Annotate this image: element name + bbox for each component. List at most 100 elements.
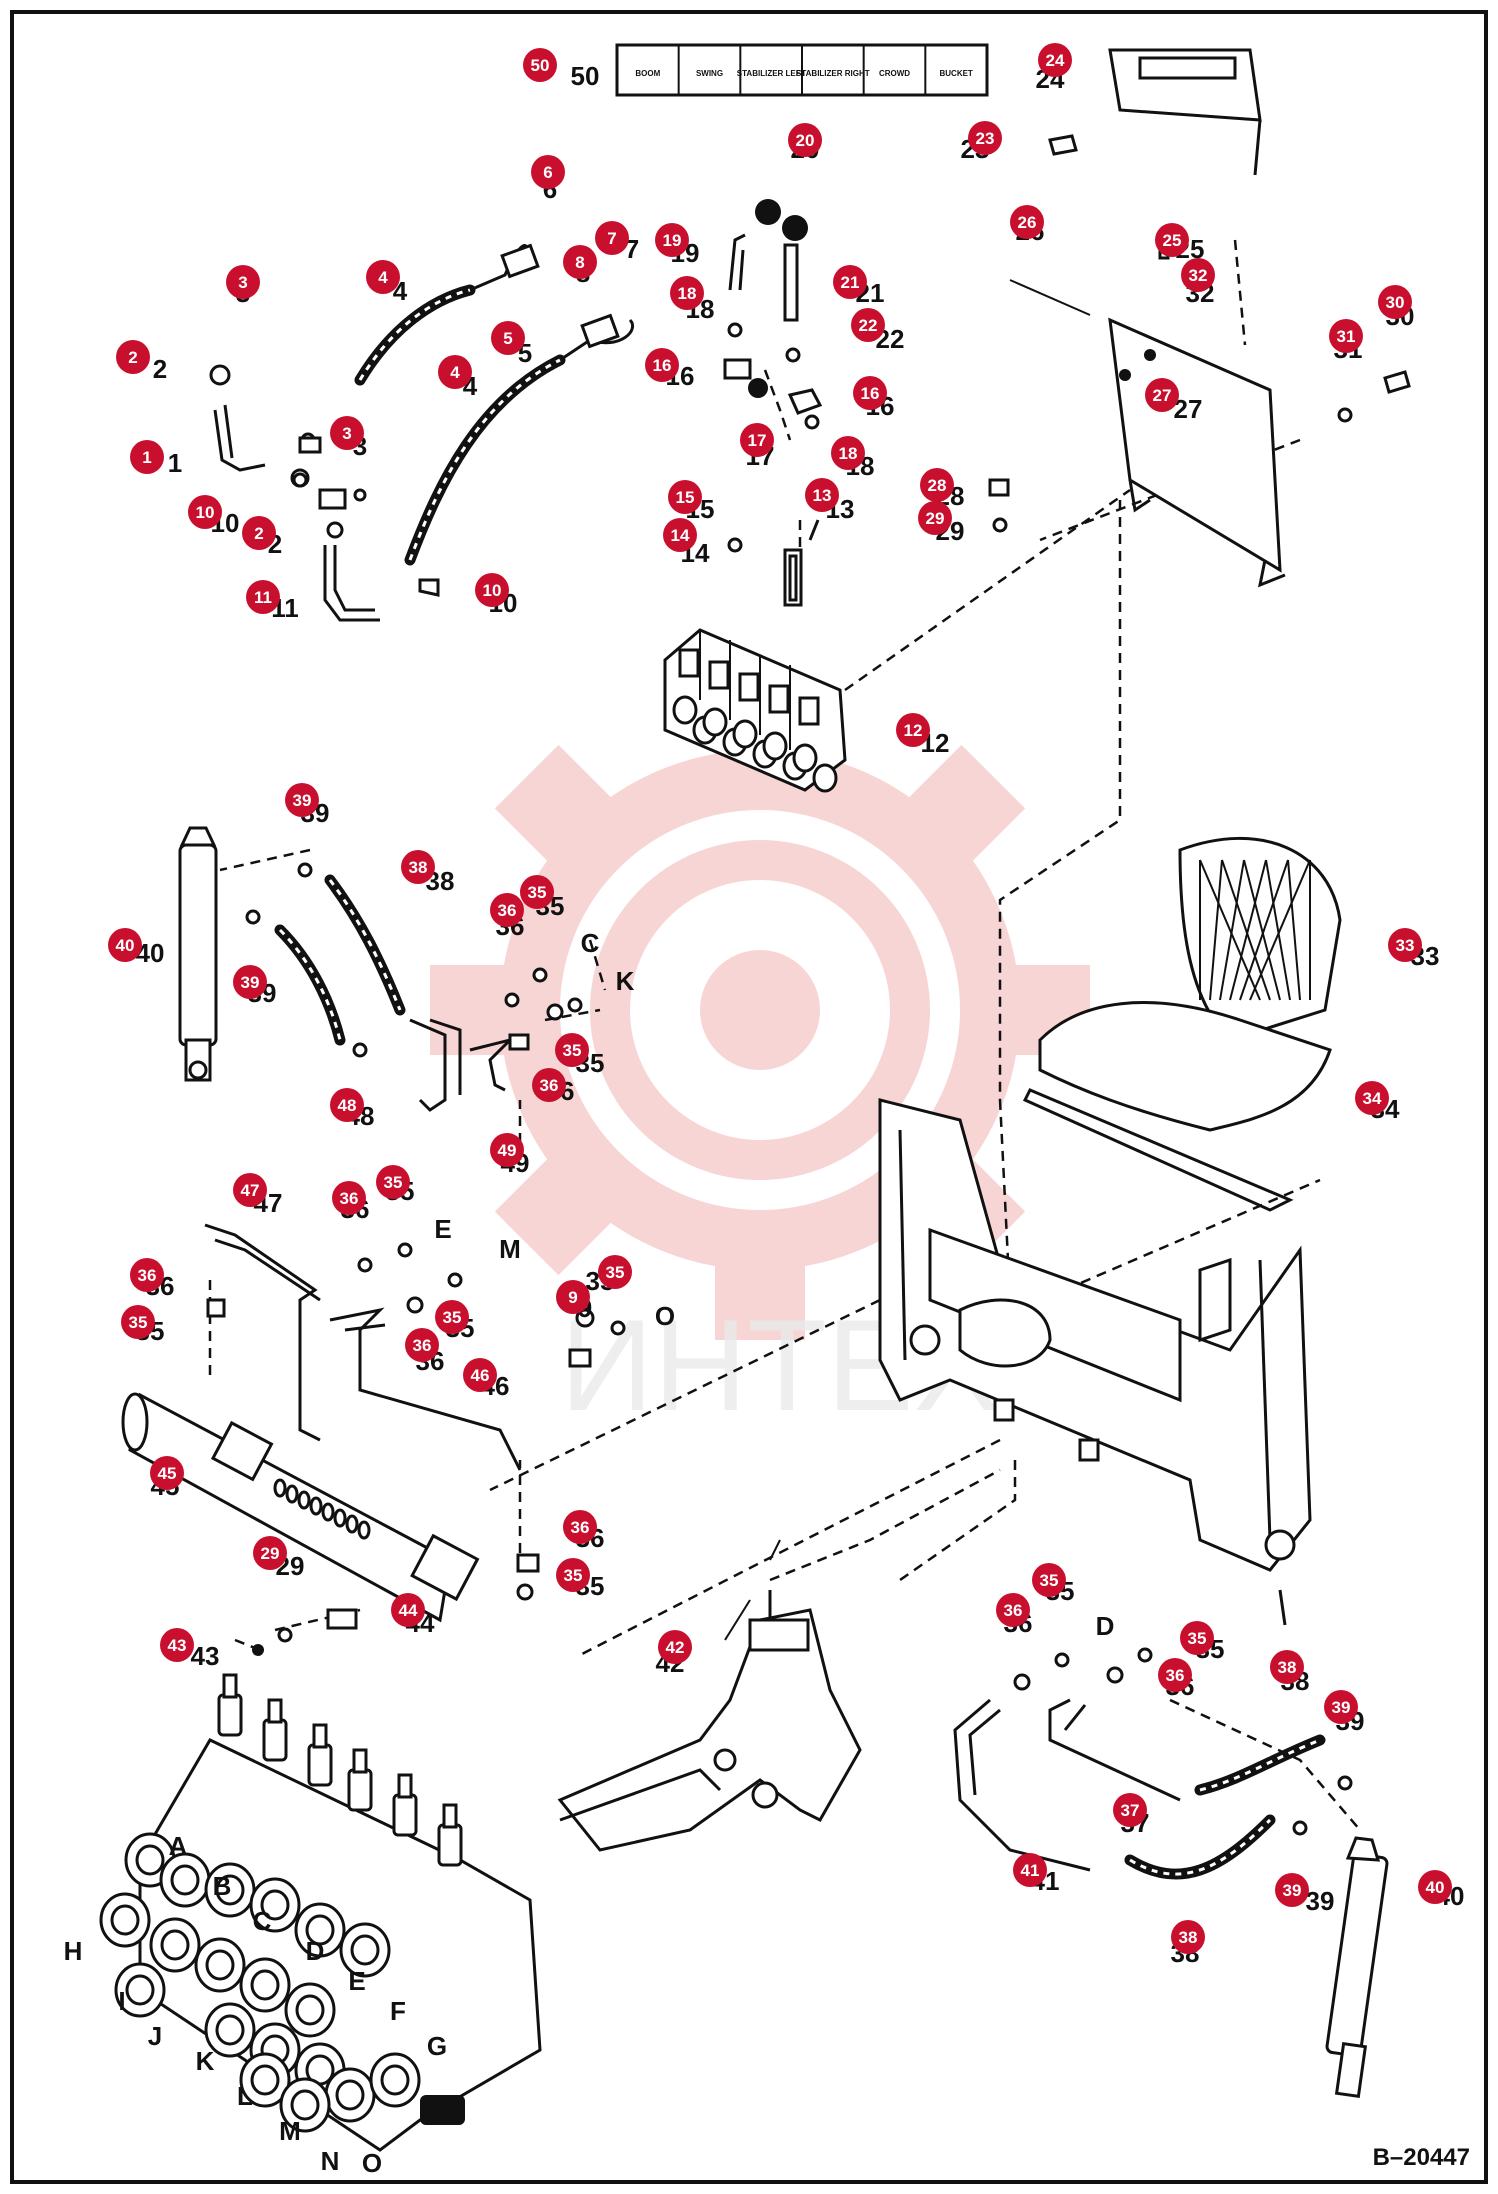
callout-number: 7 (607, 229, 616, 248)
decal-cell-label: BUCKET (939, 69, 972, 78)
callout-bubble (160, 1628, 194, 1662)
callout-bubble (330, 416, 364, 450)
callout-bubble (1010, 205, 1044, 239)
callout-bubble (438, 355, 472, 389)
callout-bubble (463, 1358, 497, 1392)
callout-bubble (556, 1280, 590, 1314)
port-letter: E (434, 1214, 451, 1244)
callout-number: 36 (413, 1336, 432, 1355)
tube-assembly-middle-left (204, 1223, 540, 1601)
part-number-label: 2 (153, 354, 167, 384)
callout-number: 18 (678, 284, 697, 303)
callout-bubble (233, 965, 267, 999)
callout-number: 33 (1396, 936, 1415, 955)
callout-number: 13 (813, 486, 832, 505)
port-letter: C (581, 928, 600, 958)
callout-number: 35 (129, 1313, 148, 1332)
callout-number: 5 (503, 329, 512, 348)
callout-bubble (401, 850, 435, 884)
part-number-label: 39 (1306, 1886, 1335, 1916)
callout-bubble (663, 518, 697, 552)
valve-port-detail (99, 1673, 542, 2152)
callout-bubble (563, 245, 597, 279)
callout-bubble (108, 928, 142, 962)
callout-number: 20 (796, 131, 815, 150)
callout-bubble (1418, 1870, 1452, 1904)
callout-layer: 5050242423232020667788191933441818212126… (108, 43, 1464, 1968)
callout-number: 35 (563, 1041, 582, 1060)
callout-bubble (330, 1088, 364, 1122)
callout-number: 22 (859, 316, 878, 335)
port-letter: O (362, 2148, 382, 2178)
callout-number: 48 (338, 1096, 357, 1115)
callout-bubble (805, 478, 839, 512)
callout-number: 4 (450, 363, 460, 382)
callout-bubble (1171, 1920, 1205, 1954)
callout: 3131 (1329, 319, 1363, 364)
callout-number: 23 (976, 129, 995, 148)
callout-number: 38 (409, 858, 428, 877)
callout-number: 29 (261, 1544, 280, 1563)
callout-bubble (1270, 1650, 1304, 1684)
port-letter: O (655, 1301, 675, 1331)
callout-bubble (520, 875, 554, 909)
callout-bubble (670, 276, 704, 310)
callout-bubble (1378, 285, 1412, 319)
callout-number: 40 (116, 936, 135, 955)
callout-bubble (150, 1456, 184, 1490)
port-letter: N (321, 2146, 340, 2176)
callout-bubble (1013, 1853, 1047, 1887)
callout-bubble (645, 348, 679, 382)
callout-number: 46 (471, 1366, 490, 1385)
callout-bubble (1038, 43, 1072, 77)
callout-bubble (523, 48, 557, 82)
callout-bubble (226, 265, 260, 299)
callout-number: 14 (671, 526, 690, 545)
callout-bubble (996, 1593, 1030, 1627)
callout-number: 21 (841, 273, 860, 292)
callout-bubble (405, 1328, 439, 1362)
callout-bubble (831, 436, 865, 470)
port-letter: A (169, 1831, 188, 1861)
callout-number: 35 (443, 1308, 462, 1327)
port-letter: E (348, 1966, 365, 1996)
callout-bubble (366, 260, 400, 294)
callout-bubble (563, 1510, 597, 1544)
callout-number: 49 (498, 1141, 517, 1160)
callout-number: 36 (1166, 1666, 1185, 1685)
callout: 11 (130, 440, 182, 478)
callout-number: 10 (483, 581, 502, 600)
callout-number: 35 (564, 1566, 583, 1585)
callout-bubble (598, 1255, 632, 1289)
callout-number: 44 (399, 1601, 418, 1620)
callout-number: 3 (342, 424, 351, 443)
callout-number: 2 (254, 524, 263, 543)
callout-number: 26 (1018, 213, 1037, 232)
callout-number: 37 (1121, 1801, 1140, 1820)
callout: 77 (595, 221, 639, 264)
